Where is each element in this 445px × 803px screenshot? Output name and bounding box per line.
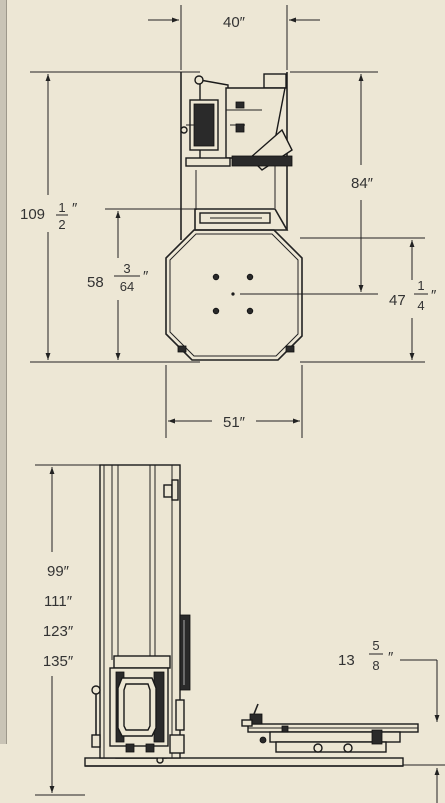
- dim-47-numerator: 1: [417, 278, 424, 293]
- height-option-3: 123″: [43, 623, 74, 640]
- dim-47-height: 47 1 4 ″: [300, 237, 437, 363]
- dim-109-whole: 109: [20, 206, 45, 223]
- top-view: 40″ 109 1 2 ″ 58 3 64 ″: [20, 5, 437, 438]
- height-option-4: 135″: [43, 653, 74, 670]
- dim-13-numerator: 5: [372, 638, 379, 653]
- side-view: 99″ 111″ 123″ 135″ 13 5 8 ″: [35, 464, 445, 803]
- dim-109-numerator: 1: [58, 200, 65, 215]
- carriage-side: [91, 655, 171, 753]
- dim-109-unit: ″: [72, 200, 78, 217]
- dim-58-whole: 58: [87, 274, 104, 291]
- dim-mast-heights: 99″ 111″ 123″ 135″: [35, 464, 180, 796]
- dim-51-label: 51″: [223, 414, 246, 431]
- window-left-edge: [0, 0, 7, 744]
- mast-frame-top: [180, 72, 288, 240]
- dim-40-width: 40″: [148, 5, 320, 70]
- dim-109-height: 109 1 2 ″: [20, 71, 200, 363]
- turntable-top: [165, 208, 303, 361]
- dim-47-unit: ″: [431, 287, 437, 304]
- dim-51-width: 51″: [165, 365, 303, 438]
- dim-13-whole: 13: [338, 652, 355, 669]
- dim-13-height: 13 5 8 ″: [338, 638, 445, 803]
- dim-58-unit: ″: [143, 268, 149, 285]
- height-option-1: 99″: [47, 563, 70, 580]
- dim-84-height: 84″: [240, 71, 378, 295]
- dim-40-label: 40″: [223, 14, 246, 31]
- dim-47-whole: 47: [389, 292, 406, 309]
- dim-58-height: 58 3 64 ″: [87, 208, 195, 360]
- dim-58-denominator: 64: [120, 279, 134, 294]
- dim-13-unit: ″: [388, 649, 394, 666]
- dim-47-denominator: 4: [417, 298, 424, 313]
- dim-13-denominator: 8: [372, 658, 379, 673]
- film-carriage-top: [180, 75, 293, 171]
- dim-109-denominator: 2: [58, 217, 65, 232]
- dim-58-numerator: 3: [123, 261, 130, 276]
- turntable-side: [241, 703, 419, 753]
- dim-84-label: 84″: [351, 175, 374, 192]
- height-option-2: 111″: [44, 593, 73, 610]
